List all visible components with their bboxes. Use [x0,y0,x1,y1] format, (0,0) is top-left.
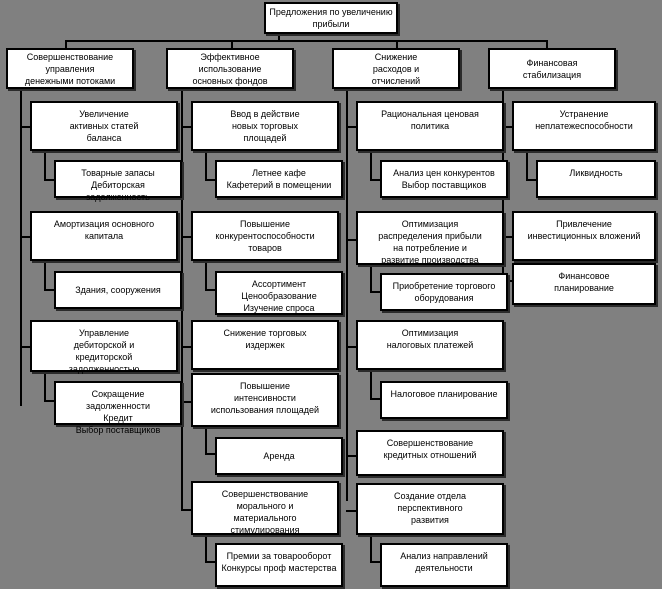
bus-drop-1 [65,40,67,50]
drop-c3-5 [370,370,372,400]
node-c3-1[interactable]: Рациональная ценовая политика [356,101,504,151]
stub-c2-n2 [205,179,217,181]
stub-c4-n2 [526,179,538,181]
stub-c3-n9 [370,561,382,563]
stub-c4-n4 [502,280,514,282]
drop-c2-6 [205,427,207,455]
column-header-4[interactable]: Финансовая стабилизация [488,48,616,89]
column-header-1[interactable]: Совершенствование управления денежными п… [6,48,134,89]
root-node[interactable]: Предложения по увеличению прибыли [264,2,398,34]
node-c2-2[interactable]: Летнее кафе Кафетерий в помещении [215,160,343,198]
stub-c2-n7 [205,453,217,455]
stub-c2-n3 [181,236,193,238]
bus-drop-2 [231,40,233,50]
stub-c1-n5 [20,346,32,348]
stub-c1-n3 [20,236,32,238]
node-c2-6[interactable]: Повышение интенсивности использования пл… [191,373,339,427]
stub-c3-n2 [370,179,382,181]
stub-c1-n2 [44,179,56,181]
stub-c2-n8 [181,509,193,511]
node-c3-4[interactable]: Приобретение торгового оборудования [380,273,508,311]
node-c2-9[interactable]: Премии за товарооборот Конкурсы проф мас… [215,543,343,587]
node-c1-1[interactable]: Увеличение активных статей баланса [30,101,178,151]
drop-c4-1 [526,151,528,181]
node-c2-3[interactable]: Повышение конкурентоспособности товаров [191,211,339,261]
root-bus [65,40,548,42]
column-trunk-1 [20,89,22,406]
stub-c3-n4 [370,291,382,293]
root-trunk [278,34,280,42]
stub-c2-n1 [181,126,193,128]
node-c2-1[interactable]: Ввод в действие новых торговых площадей [191,101,339,151]
node-c3-3[interactable]: Оптимизация распределения прибыли на пот… [356,211,504,265]
drop-c1-5 [44,372,46,402]
stub-c3-n7 [346,455,358,457]
drop-c2-3 [205,261,207,291]
column-trunk-3 [346,89,348,501]
node-c1-4[interactable]: Здания, сооружения [54,271,182,309]
column-trunk-2 [181,89,183,511]
stub-c2-n6 [181,401,193,403]
node-c3-9[interactable]: Анализ направлений деятельности [380,543,508,587]
stub-c2-n4 [205,289,217,291]
drop-c3-1 [370,151,372,181]
stub-c2-n9 [205,561,217,563]
node-c1-3[interactable]: Амортизация основного капитала [30,211,178,261]
column-header-2[interactable]: Эффективное использование основных фондо… [166,48,294,89]
node-c4-1[interactable]: Устранение неплатежеспособности [512,101,656,151]
stub-c3-n1 [346,126,358,128]
stub-c2-n5 [181,346,193,348]
node-c2-4[interactable]: Ассортимент Ценообразование Изучение спр… [215,271,343,315]
drop-c1-1 [44,151,46,181]
stub-c3-n6 [370,398,382,400]
stub-c1-n1 [20,126,32,128]
node-c2-5[interactable]: Снижение торговых издержек [191,320,339,370]
drop-c1-3 [44,261,46,291]
stub-c3-n8 [346,510,358,512]
node-c2-8[interactable]: Совершенствование морального и материаль… [191,481,339,535]
column-header-3[interactable]: Снижение расходов и отчислений [332,48,460,89]
node-c1-6[interactable]: Сокращение задолженности Кредит Выбор по… [54,381,182,435]
stub-c3-n3 [346,239,358,241]
stub-c3-n5 [346,346,358,348]
node-c1-2[interactable]: Товарные запасы Дебиторская задолженност… [54,160,182,202]
node-c3-6[interactable]: Налоговое планирование [380,381,508,419]
node-c3-7[interactable]: Совершенствование кредитных отношений [356,430,504,476]
drop-c3-3 [370,265,372,293]
node-c3-8[interactable]: Создание отдела перспективного развития [356,483,504,535]
drop-c2-8 [205,535,207,563]
node-c4-3[interactable]: Привлечение инвестиционных вложений [512,211,656,261]
drop-c2-1 [205,151,207,181]
bus-drop-4 [546,40,548,50]
node-c2-7[interactable]: Аренда [215,437,343,475]
node-c3-5[interactable]: Оптимизация налоговых платежей [356,320,504,370]
node-c4-4[interactable]: Финансовое планирование [512,263,656,305]
stub-c4-n3 [502,236,514,238]
stub-c1-n4 [44,289,56,291]
node-c1-5[interactable]: Управление дебиторской и кредиторской за… [30,320,178,374]
drop-c3-8 [370,535,372,563]
bus-drop-3 [396,40,398,50]
node-c4-2[interactable]: Ликвидность [536,160,656,198]
node-c3-2[interactable]: Анализ цен конкурентов Выбор поставщиков [380,160,508,198]
stub-c1-n6 [44,400,56,402]
stub-c4-n1 [502,126,514,128]
